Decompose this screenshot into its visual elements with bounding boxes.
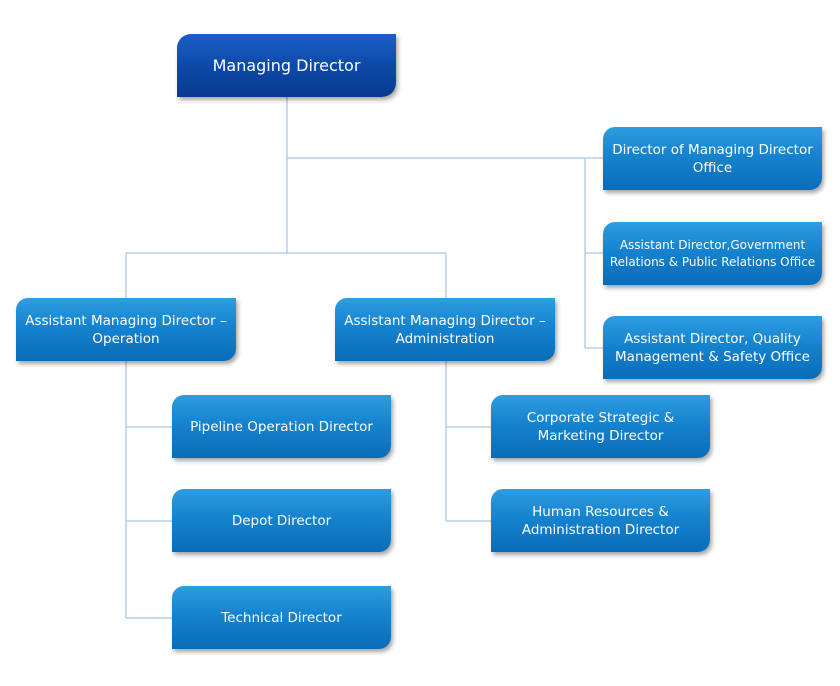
hr-admin-director-label: Human Resources & Administration Directo…	[521, 503, 680, 538]
amd-administration-box: Assistant Managing Director – Administra…	[335, 298, 555, 361]
pipeline-operation-director-label: Pipeline Operation Director	[190, 418, 373, 435]
technical-director-label: Technical Director	[221, 609, 342, 626]
managing-director-label: Managing Director	[212, 55, 361, 75]
amd-operation-box: Assistant Managing Director – Operation	[16, 298, 236, 361]
technical-director-box: Technical Director	[172, 586, 391, 649]
assistant-director-gov-pr-box: Assistant Director,Government Relations …	[603, 222, 822, 285]
director-md-office-label: Director of Managing Director Office	[612, 141, 813, 176]
amd-operation-label: Assistant Managing Director – Operation	[25, 312, 227, 347]
pipeline-operation-director-box: Pipeline Operation Director	[172, 395, 391, 458]
managing-director-box: Managing Director	[177, 34, 396, 97]
corporate-strategic-director-box: Corporate Strategic & Marketing Director	[491, 395, 710, 458]
hr-admin-director-box: Human Resources & Administration Directo…	[491, 489, 710, 552]
amd-administration-label: Assistant Managing Director – Administra…	[344, 312, 546, 347]
depot-director-label: Depot Director	[231, 512, 332, 529]
assistant-director-gov-pr-label: Assistant Director,Government Relations …	[609, 237, 816, 269]
assistant-director-quality-label: Assistant Director, Quality Management &…	[615, 330, 810, 365]
corporate-strategic-director-label: Corporate Strategic & Marketing Director	[526, 409, 675, 444]
director-md-office-box: Director of Managing Director Office	[603, 127, 822, 190]
assistant-director-quality-box: Assistant Director, Quality Management &…	[603, 316, 822, 379]
depot-director-box: Depot Director	[172, 489, 391, 552]
